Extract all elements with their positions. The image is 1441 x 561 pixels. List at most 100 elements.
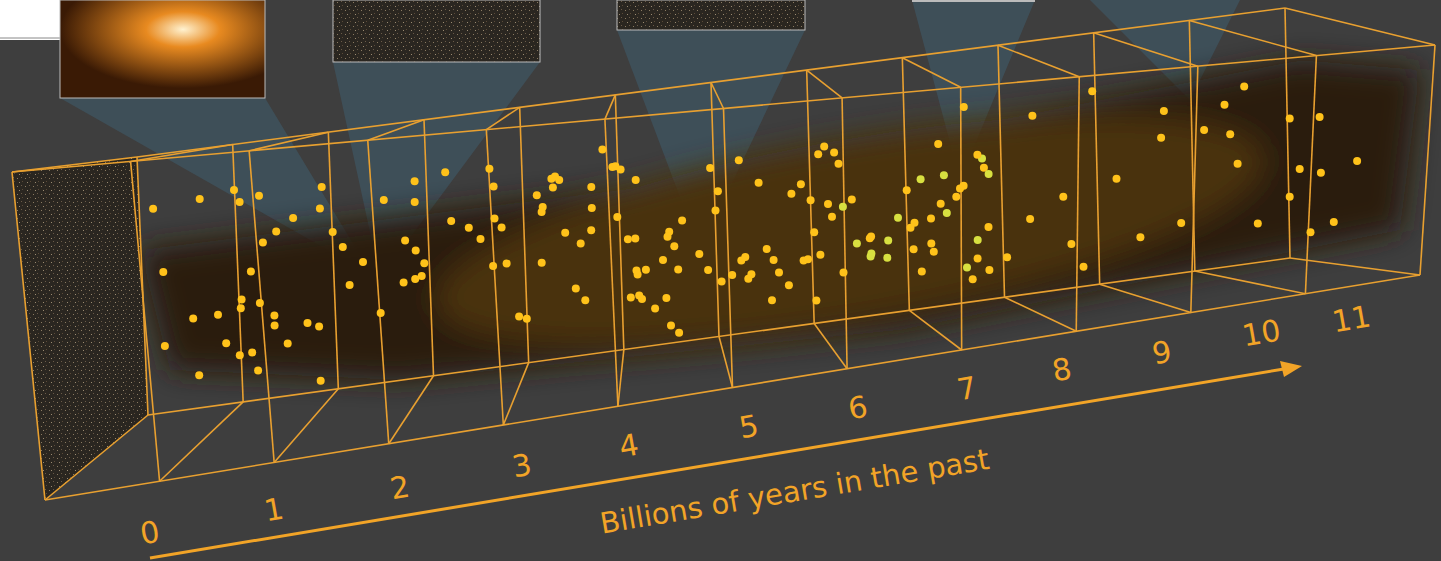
box-edge xyxy=(961,87,962,350)
box-edge xyxy=(1305,56,1316,294)
galaxy-dot xyxy=(1296,165,1304,173)
galaxy-dot xyxy=(503,259,511,267)
galaxy-dot xyxy=(411,177,419,185)
galaxy-dot xyxy=(255,192,263,200)
galaxy-dot xyxy=(940,171,948,179)
box-edge xyxy=(605,119,618,406)
galaxy-dot xyxy=(659,256,667,264)
galaxy-dot xyxy=(797,180,805,188)
galaxy-thumbnail xyxy=(333,0,540,62)
galaxy-dot xyxy=(1234,160,1242,168)
box-edge xyxy=(719,337,733,388)
box-edge xyxy=(902,58,960,88)
galaxy-dot xyxy=(664,233,672,241)
galaxy-dot xyxy=(633,266,641,274)
galaxy-dot xyxy=(714,187,722,195)
galaxy-dot xyxy=(1136,233,1144,241)
galaxy-dot xyxy=(316,205,324,213)
galaxy-dot xyxy=(587,226,595,234)
galaxy-dot xyxy=(491,215,499,223)
box-edge xyxy=(1195,271,1306,294)
box-edge xyxy=(1285,8,1290,258)
box-edge xyxy=(1189,20,1195,271)
box-edge xyxy=(249,151,274,463)
galaxy-dot xyxy=(400,278,408,286)
galaxy-dot xyxy=(839,203,847,211)
galaxy-dot xyxy=(770,256,778,264)
box-edge xyxy=(424,120,434,376)
galaxy-dot xyxy=(787,190,795,198)
axis-tick-label: 9 xyxy=(1150,337,1174,370)
box-edge xyxy=(486,107,519,129)
box-edge xyxy=(45,415,148,500)
glow-cloud xyxy=(140,60,1420,392)
box-edge xyxy=(814,323,847,368)
galaxy-dot xyxy=(927,239,935,247)
axis-tick-label: 8 xyxy=(1050,354,1074,387)
box-edge xyxy=(368,140,389,444)
box-edge xyxy=(12,157,137,172)
axis-tick-label: 2 xyxy=(388,472,412,505)
box-edge xyxy=(1100,284,1191,312)
galaxy-dot xyxy=(768,296,776,304)
box-edge xyxy=(909,310,961,350)
galaxy-dot xyxy=(236,198,244,206)
galaxy-dot xyxy=(477,235,485,243)
galaxy-dot xyxy=(674,266,682,274)
box-edge xyxy=(249,132,328,151)
axis-arrowhead xyxy=(1280,361,1302,377)
galaxy-dot xyxy=(830,149,838,157)
box-edge xyxy=(12,172,45,500)
galaxy-dot xyxy=(613,213,621,221)
box-edge xyxy=(998,45,1005,297)
galaxy-dot xyxy=(804,255,812,263)
box-edge xyxy=(45,275,1420,500)
galaxy-dot xyxy=(917,175,925,183)
galaxy-dot xyxy=(189,315,197,323)
galaxy-dot xyxy=(485,165,493,173)
galaxy-dot xyxy=(533,191,541,199)
box-edge xyxy=(807,70,842,98)
galaxy-dot xyxy=(642,266,650,274)
galaxy-dot xyxy=(498,224,506,232)
galaxy-dot xyxy=(317,377,325,385)
box-edge xyxy=(1094,33,1100,284)
galaxy-dot xyxy=(903,186,911,194)
galaxy-dot xyxy=(1240,83,1248,91)
galaxy-dot xyxy=(1316,113,1324,121)
box-edge xyxy=(711,83,719,337)
galaxy-dot xyxy=(820,143,828,151)
galaxy-dots xyxy=(149,83,1361,385)
box-edge xyxy=(389,376,434,444)
galaxy-dot xyxy=(867,252,875,260)
galaxy-dot xyxy=(985,170,993,178)
galaxy-dot xyxy=(318,183,326,191)
galaxy-dot xyxy=(755,179,763,187)
galaxy-dot xyxy=(960,103,968,111)
galaxy-dot xyxy=(149,205,157,213)
box-edge xyxy=(1005,297,1077,331)
galaxy-dot xyxy=(807,196,815,204)
galaxy-dot xyxy=(259,239,267,247)
galaxy-dot xyxy=(1113,175,1121,183)
galaxy-dot xyxy=(631,234,639,242)
galaxy-dot xyxy=(465,224,473,232)
galaxy-dot xyxy=(775,269,783,277)
galaxy-dot xyxy=(1026,215,1034,223)
galaxy-dot xyxy=(222,339,230,347)
axis-tick-label: 5 xyxy=(737,411,761,444)
box-edge xyxy=(615,95,624,350)
galaxy-dot xyxy=(547,175,555,183)
galaxy-dot xyxy=(489,262,497,270)
galaxy-dot xyxy=(675,329,683,337)
galaxy-dot xyxy=(651,304,659,312)
axis-tick-label: 6 xyxy=(846,392,870,425)
galaxy-dot xyxy=(1157,134,1165,142)
galaxy-thumbnail xyxy=(60,0,265,98)
galaxy-dot xyxy=(254,366,262,374)
galaxy-dot xyxy=(238,296,246,304)
galaxy-dot xyxy=(814,150,822,158)
galaxy-dot xyxy=(1028,112,1036,120)
galaxy-dot xyxy=(866,234,874,242)
box-edge xyxy=(160,402,244,481)
